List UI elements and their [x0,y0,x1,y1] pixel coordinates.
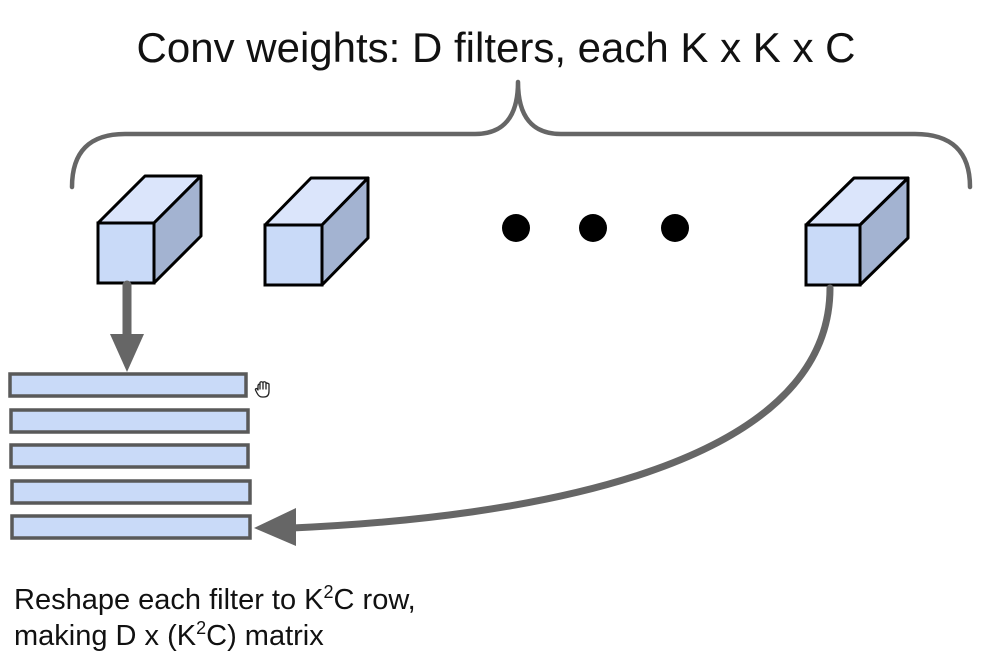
arrow-last-filter-to-row [254,284,834,546]
filters-brace [69,79,973,190]
caption-line-2-text: making D x (K [14,620,197,652]
filter-cube-2 [263,176,370,287]
arrow-first-filter-to-row [110,280,144,372]
hand-cursor-icon [254,381,270,398]
caption-line-1-text: Reshape each filter to K [14,584,324,616]
matrix-row-1 [8,372,248,398]
reshape-caption: Reshape each filter to K2C row, making D… [14,582,416,654]
filter-cube-1 [96,174,203,285]
caption-line-2-text-end: C) matrix [206,620,324,652]
filter-cube-last [804,176,910,287]
caption-line-2: making D x (K2C) matrix [14,618,416,654]
matrix-row-5 [10,514,252,540]
matrix-row-2 [9,408,250,434]
matrix-row-4 [10,479,252,505]
diagram-title: Conv weights: D filters, each K x K x C [136,24,856,71]
weight-matrix [8,372,252,540]
caption-line-1: Reshape each filter to K2C row, [14,582,416,618]
ellipsis-dots [502,214,689,242]
caption-line-1-text-end: C row, [333,584,416,616]
caption-line-2-superscript: 2 [196,618,207,638]
caption-line-1-superscript: 2 [323,582,334,602]
matrix-row-3 [9,443,250,469]
